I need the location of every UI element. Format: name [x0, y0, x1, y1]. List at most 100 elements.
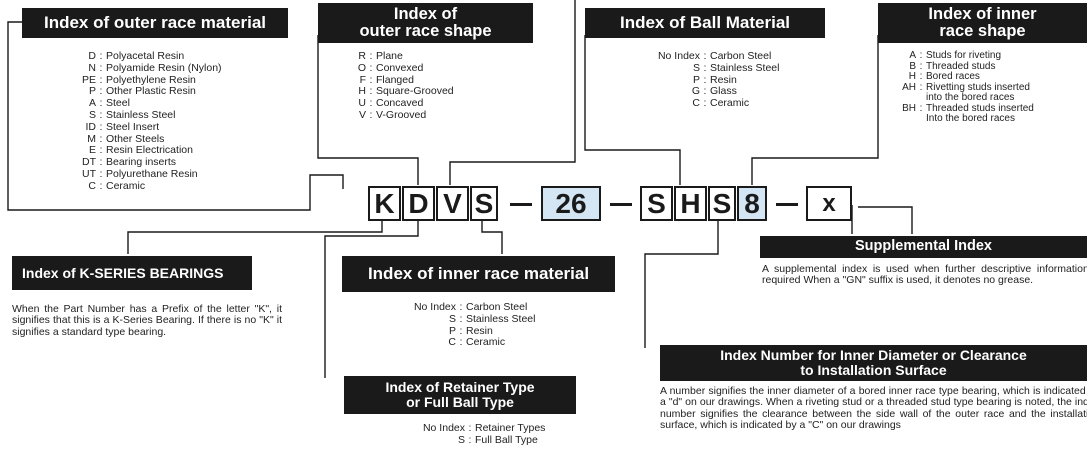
- item-desc: Resin: [710, 73, 737, 86]
- inner-diameter-text: A number signifies the inner diameter of…: [660, 385, 1087, 431]
- list-item: AH:Rivetting studs inserted: [898, 81, 1034, 94]
- list-item: H:Square-Grooved: [356, 85, 453, 98]
- part-char-d: D: [402, 186, 435, 221]
- list-item: A:Studs for riveting: [898, 50, 1034, 62]
- item-code: F: [359, 73, 366, 86]
- item-code: G: [691, 85, 700, 98]
- item-code: A: [909, 50, 916, 61]
- item-separator: :: [369, 73, 373, 86]
- outer-race-shape-title-line2: outer race shape: [359, 22, 492, 40]
- item-code: H: [358, 85, 366, 98]
- item-desc: Polyacetal Resin: [106, 50, 185, 62]
- item-separator: [916, 93, 926, 104]
- item-desc: Ceramic: [710, 97, 750, 110]
- item-separator: :: [703, 97, 707, 110]
- item-code: V: [358, 108, 366, 121]
- item-code: A: [88, 97, 96, 110]
- outer-race-shape-header: Index of outer race shape: [318, 3, 533, 43]
- item-desc: Carbon Steel: [710, 50, 772, 62]
- item-code: P: [448, 324, 456, 337]
- item-code: C: [88, 179, 96, 192]
- item-code: C: [692, 97, 700, 110]
- part-char-k: K: [368, 186, 401, 221]
- item-desc: Into the bored races: [926, 113, 1015, 124]
- k-series-header: Index of K-SERIES BEARINGS: [12, 256, 252, 290]
- item-desc: Rivetting studs inserted: [926, 81, 1030, 93]
- supplemental-title: Supplemental Index: [855, 238, 992, 255]
- item-separator: :: [99, 97, 103, 110]
- item-desc: Polyethylene Resin: [106, 73, 196, 86]
- list-item: M:Other Steels: [74, 132, 222, 146]
- item-desc: Glass: [710, 85, 737, 98]
- item-desc: V-Grooved: [376, 108, 427, 121]
- list-item: No Index:Retainer Types: [409, 422, 545, 435]
- item-code: C: [448, 336, 456, 349]
- item-code: H: [908, 71, 916, 82]
- retainer-type-title-line2: or Full Ball Type: [406, 394, 514, 410]
- list-item: F:Flanged: [356, 73, 454, 87]
- item-code: R: [358, 50, 366, 62]
- list-item: P:Other Plastic Resin: [74, 86, 222, 98]
- item-separator: :: [99, 144, 103, 157]
- item-separator: :: [99, 167, 103, 180]
- list-item: U:Concaved: [356, 97, 454, 110]
- item-separator: :: [459, 312, 463, 325]
- item-separator: :: [459, 324, 463, 337]
- item-code: [898, 93, 916, 104]
- item-separator: :: [369, 97, 373, 110]
- retainer-type-header: Index of Retainer Type or Full Ball Type: [344, 376, 576, 414]
- item-code: M: [87, 132, 96, 145]
- part-char-x: x: [806, 186, 852, 221]
- item-separator: :: [99, 85, 103, 98]
- list-item: Into the bored races: [898, 113, 1034, 125]
- inner-diameter-header: Index Number for Inner Diameter or Clear…: [660, 345, 1087, 381]
- list-item: into the bored races: [898, 92, 1034, 104]
- item-code: [898, 114, 916, 125]
- inner-race-shape-title-line2: race shape: [939, 22, 1026, 40]
- item-code: No Index: [657, 50, 700, 62]
- item-code: DT: [82, 156, 96, 169]
- item-separator: :: [919, 81, 923, 93]
- item-separator: :: [99, 120, 103, 133]
- item-desc: Other Plastic Resin: [106, 85, 196, 98]
- item-code: UT: [82, 167, 96, 180]
- item-separator: [916, 114, 926, 125]
- item-separator: :: [459, 301, 463, 313]
- inner-race-shape-title-line1: Index of inner: [928, 4, 1037, 23]
- inner-race-material-header: Index of inner race material: [342, 256, 615, 292]
- item-separator: :: [919, 50, 923, 61]
- item-desc: Bearing inserts: [106, 156, 177, 169]
- retainer-type-title-line1: Index of Retainer Type: [385, 379, 535, 396]
- list-item: G:Glass: [644, 86, 779, 98]
- item-code: N: [88, 61, 96, 74]
- item-code: D: [88, 50, 96, 62]
- item-separator: :: [919, 102, 923, 114]
- item-code: P: [692, 73, 700, 86]
- item-desc: Bored races: [926, 71, 980, 82]
- item-desc: Threaded studs: [926, 60, 996, 72]
- item-separator: :: [99, 50, 103, 62]
- item-code: S: [88, 108, 96, 121]
- list-item: C:Ceramic: [644, 97, 779, 110]
- item-code: O: [357, 61, 366, 74]
- item-code: E: [88, 144, 96, 157]
- list-item: S:Stainless Steel: [74, 108, 222, 122]
- part-char-s: S: [470, 186, 498, 221]
- list-item: A:Steel: [74, 97, 222, 110]
- list-item: P:Resin: [644, 73, 779, 87]
- outer-race-material-title: Index of outer race material: [43, 13, 267, 33]
- item-code: PE: [81, 73, 96, 86]
- part-char-26: 26: [541, 186, 601, 221]
- list-item: P:Resin: [400, 324, 535, 338]
- item-separator: :: [99, 73, 103, 86]
- item-desc: Threaded studs inserted: [926, 102, 1034, 114]
- list-item: H:Bored races: [898, 71, 1034, 83]
- list-item: DT:Bearing inserts: [74, 156, 222, 169]
- list-item: E:Resin Electrication: [74, 145, 222, 157]
- item-separator: :: [703, 50, 707, 62]
